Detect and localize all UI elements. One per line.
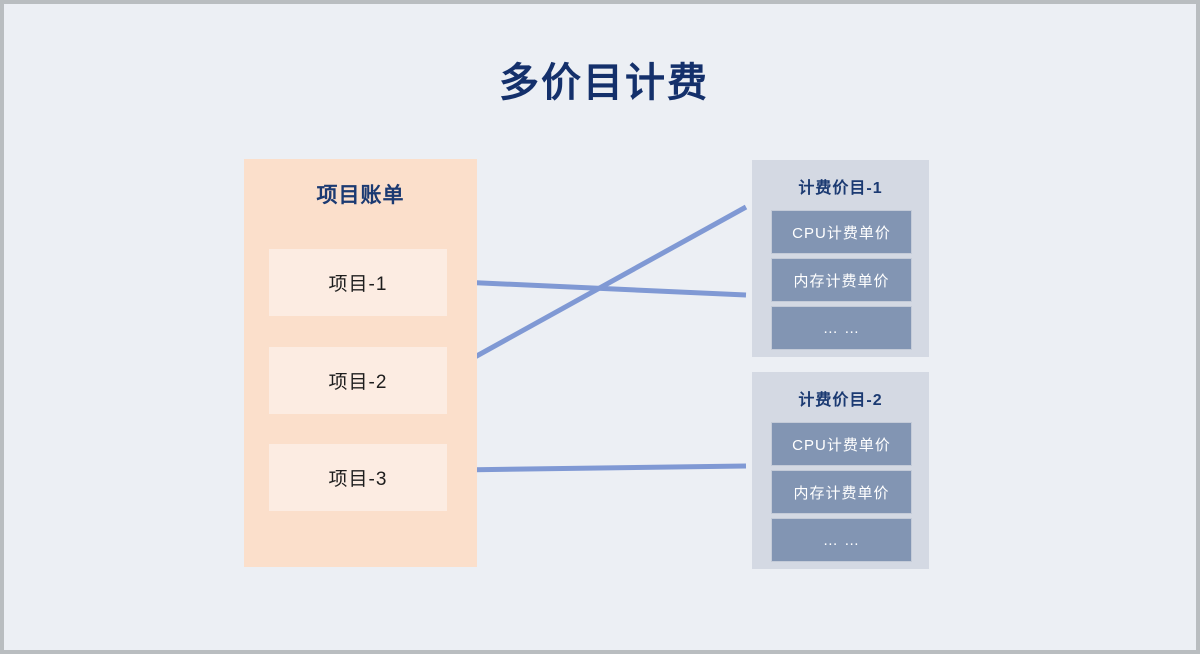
- connector-line-1: [450, 204, 748, 371]
- bill-panel-title: 项目账单: [316, 184, 405, 207]
- price-panel-2-row-memory[interactable]: 内存计费单价: [771, 470, 912, 514]
- connector-line-3: [453, 459, 747, 481]
- bill-panel: 项目账单 项目-1 项目-2 项目-3: [244, 159, 477, 567]
- page-title: 多价目计费: [499, 61, 709, 105]
- bill-item-2[interactable]: 项目-2: [269, 347, 447, 414]
- price-panel-1-row-memory[interactable]: 内存计费单价: [771, 258, 912, 302]
- price-panel-2-title: 计费价目-2: [798, 392, 883, 409]
- price-panel-1-title: 计费价目-1: [798, 180, 883, 197]
- price-panel-1-row-more[interactable]: … …: [771, 306, 912, 350]
- price-panel-2: 计费价目-2 CPU计费单价 内存计费单价 … …: [752, 372, 929, 569]
- bill-item-1[interactable]: 项目-1: [269, 249, 447, 316]
- bill-item-3[interactable]: 项目-3: [269, 444, 447, 511]
- price-panel-2-row-cpu[interactable]: CPU计费单价: [771, 422, 912, 466]
- price-panel-1-row-cpu[interactable]: CPU计费单价: [771, 210, 912, 254]
- price-panel-1: 计费价目-1 CPU计费单价 内存计费单价 … …: [752, 160, 929, 357]
- price-panel-2-row-more[interactable]: … …: [771, 518, 912, 562]
- connector-line-2: [455, 272, 747, 298]
